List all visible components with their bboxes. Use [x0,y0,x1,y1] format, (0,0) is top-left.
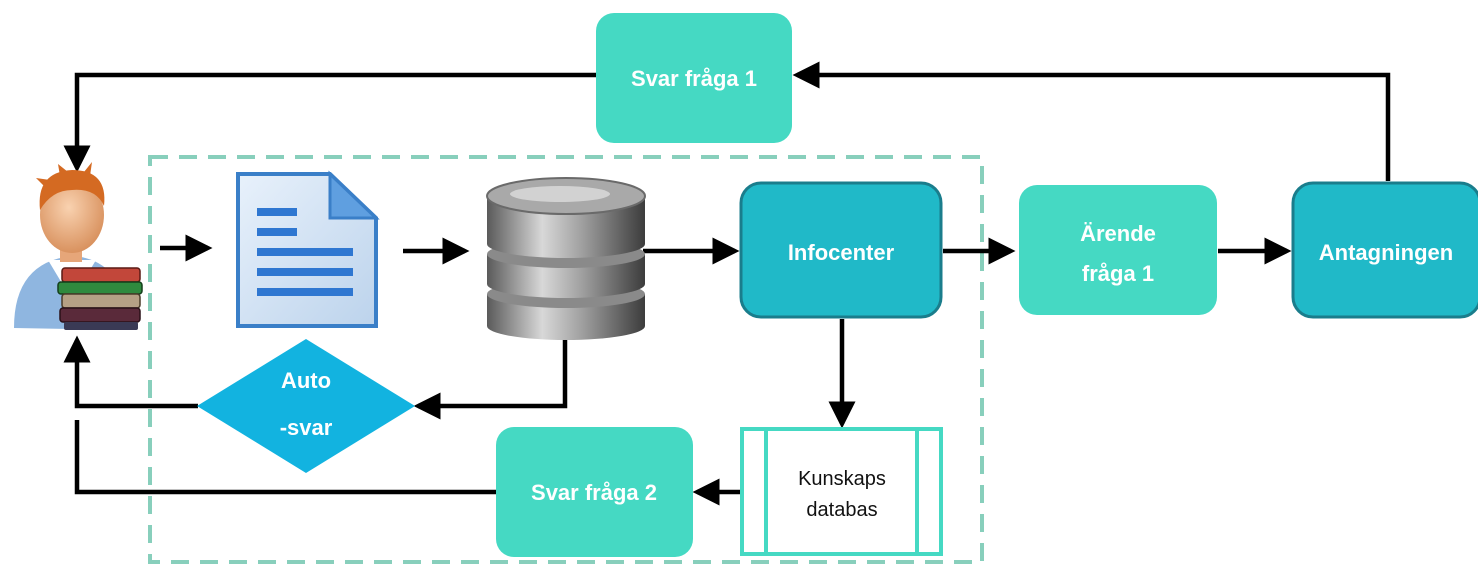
node-arende-label-2: fråga 1 [1082,261,1154,286]
document-icon [236,170,380,328]
node-auto-svar: Auto -svar [197,339,415,473]
node-svar-fraga-2: Svar fråga 2 [496,427,693,557]
database-icon [486,177,646,340]
node-arende-label-1: Ärende [1080,221,1156,246]
node-svar-fraga-1-label: Svar fråga 1 [631,66,757,91]
node-kunskaps-label-1: Kunskaps [798,468,886,490]
node-svar-fraga-1: Svar fråga 1 [596,13,792,143]
node-kunskaps-databas: Kunskaps databas [740,427,943,556]
node-antagningen-label: Antagningen [1319,240,1453,265]
node-infocenter-label: Infocenter [788,240,895,265]
node-auto-svar-label-2: -svar [280,415,333,440]
edge-autosvar-to-user [63,335,198,409]
node-antagningen: Antagningen [1291,181,1478,319]
user-with-books-icon [14,162,143,330]
edge-database-to-autosvar [413,333,568,420]
node-svar-fraga-2-label: Svar fråga 2 [531,480,657,505]
dashed-frame [148,155,984,564]
node-kunskaps-label-2: databas [806,499,877,521]
node-arende-fraga-1: Ärende fråga 1 [1019,185,1217,315]
node-auto-svar-label-1: Auto [281,368,331,393]
node-infocenter: Infocenter [739,181,943,319]
edge-svar1-to-user [63,72,596,173]
edge-antagningen-to-svar1 [792,61,1391,181]
edge-svar2-to-user [74,420,496,495]
